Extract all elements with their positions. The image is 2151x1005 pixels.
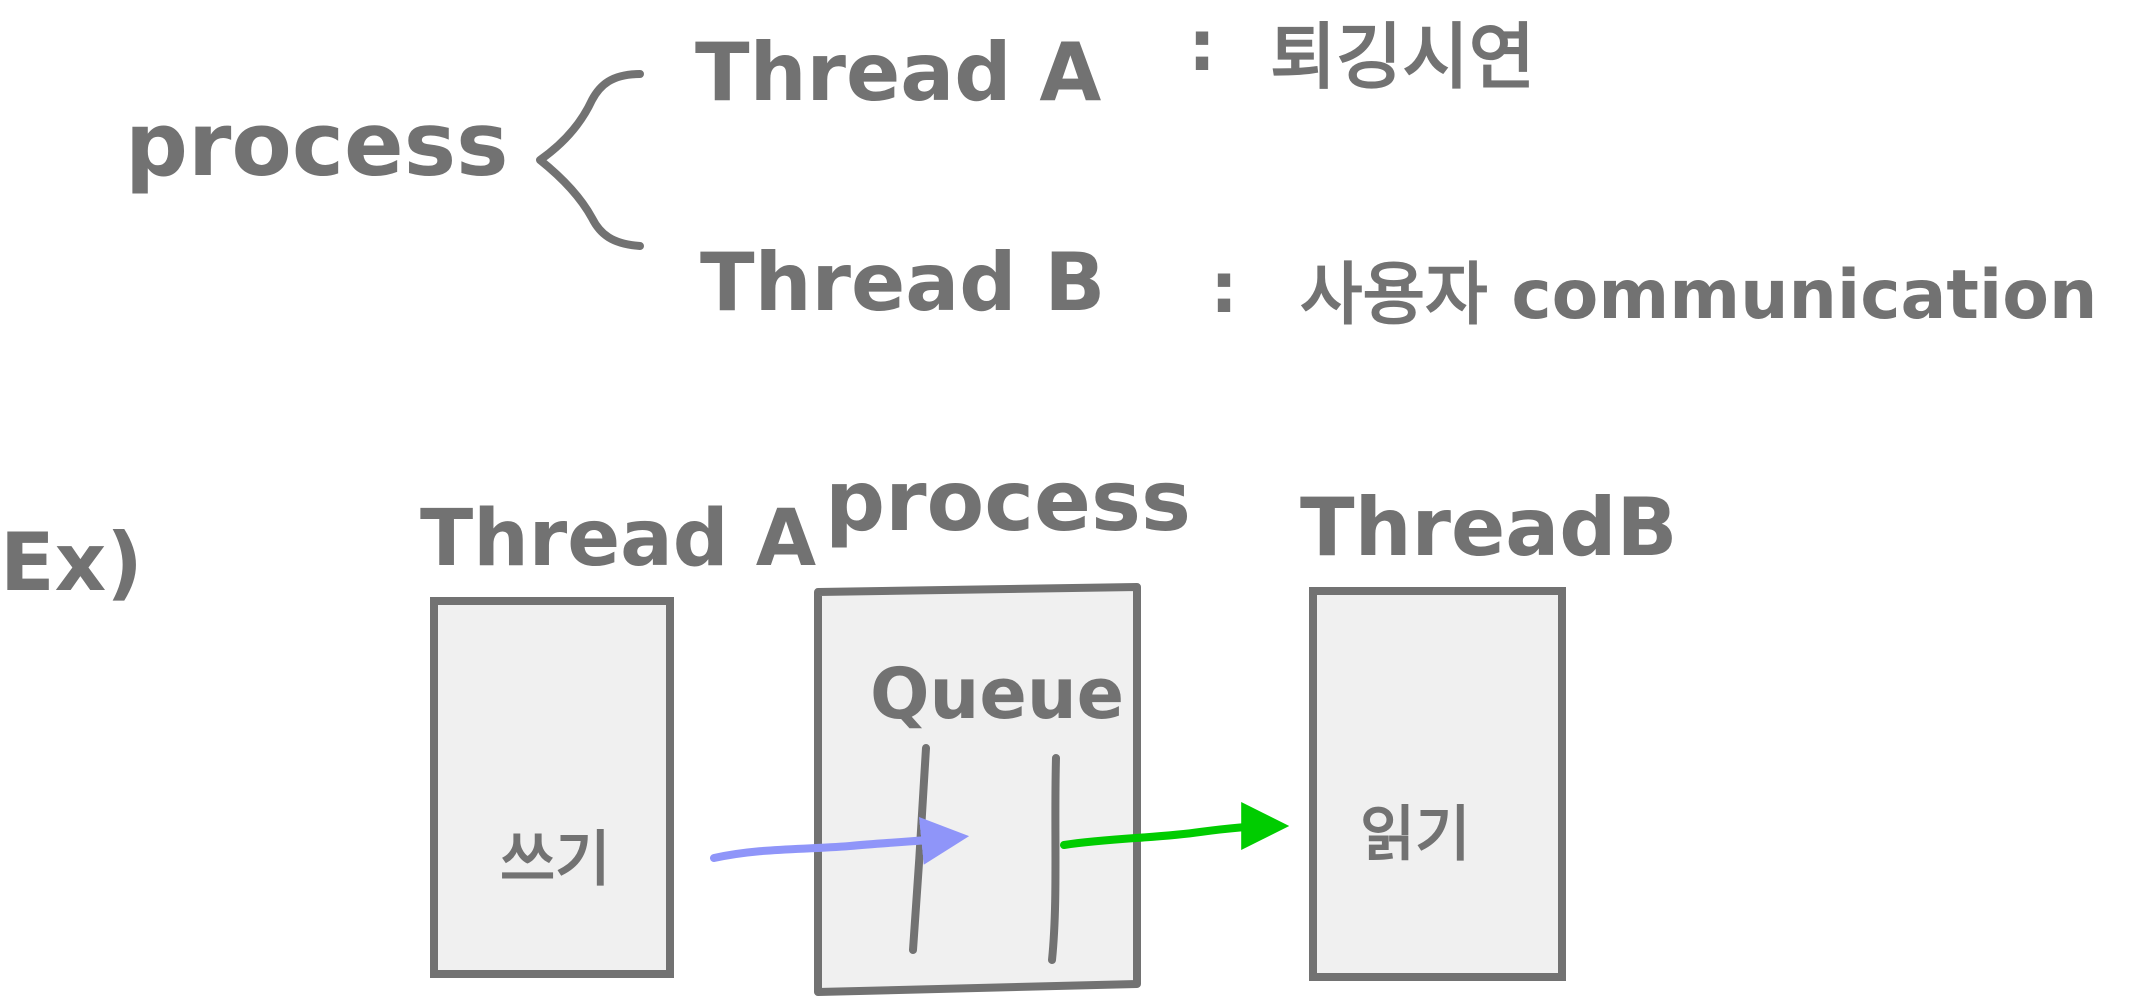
brace-connector [536,70,644,250]
thread-b-label-ex: ThreadB [1300,481,1677,574]
thread-a-label-ex: Thread A [420,494,816,584]
thread-b-colon: : [1210,247,1238,329]
write-label: 쓰기 [500,825,610,895]
process-box [814,583,1141,996]
process-label-top: process [125,93,508,196]
thread-b-label-top: Thread B [700,236,1105,329]
read-label: 읽기 [1360,800,1470,870]
thread-b-role: 사용자 communication [1300,256,2097,335]
thread-a-colon: : [1188,5,1216,87]
thread-a-label-top: Thread A [695,26,1101,119]
read-arrow [1060,802,1290,851]
process-label-ex: process [825,452,1191,550]
queue-label: Queue [870,653,1124,735]
thread-a-box [430,597,674,978]
write-arrow [710,816,970,865]
thread-b-box [1309,587,1566,981]
queue-right-wall [1048,754,1060,964]
ex-label: Ex) [0,516,143,609]
thread-a-role: 퇴깅시연 [1270,15,1535,99]
